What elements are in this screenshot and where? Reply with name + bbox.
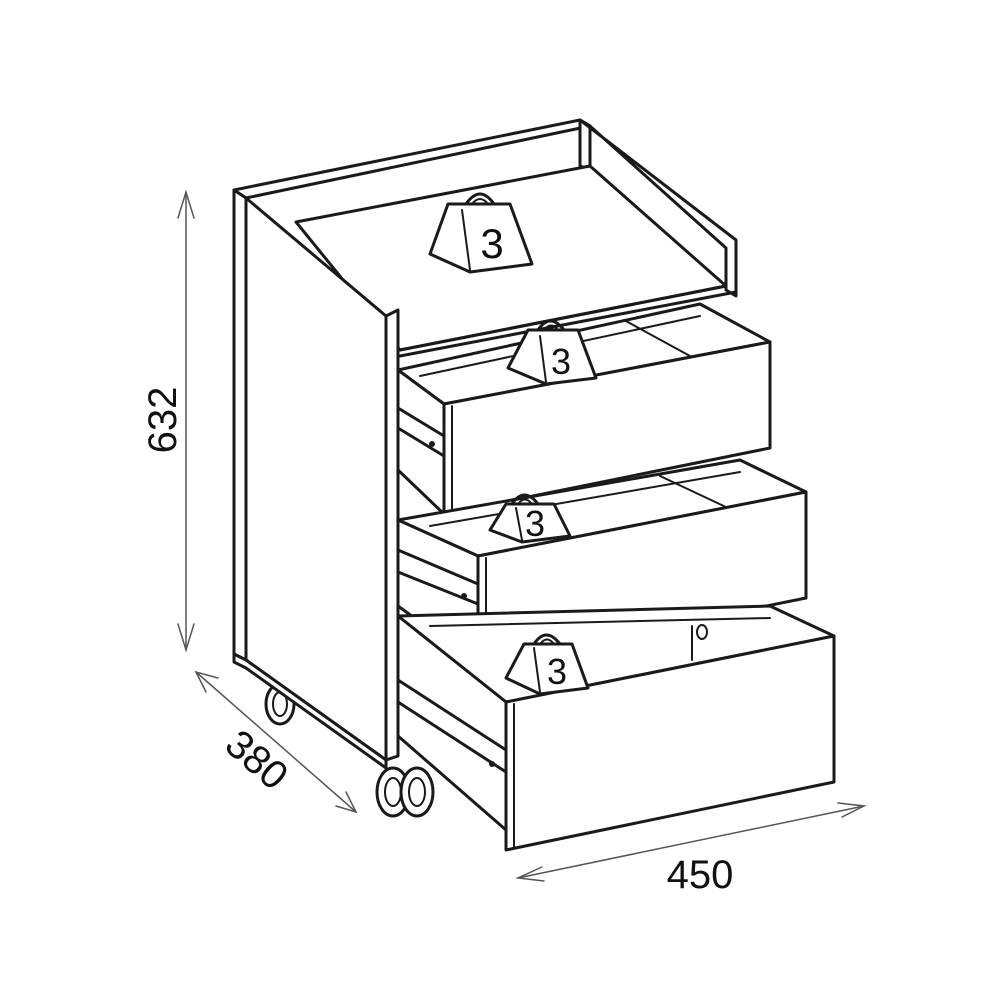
width-label: 450 [667,853,734,897]
weight-handle-drawer-2 [510,493,540,506]
right-side-top-panel [578,118,738,298]
drawer-2-runner-screw [461,593,467,599]
drawer-1-front[interactable] [442,340,772,516]
load-label-drawer-1: 3 [551,341,571,382]
height-arrow-bottom [177,623,195,653]
depth-arrow-start [194,670,219,693]
drawer-1-divider [623,319,691,357]
caster-front-right [399,766,435,818]
left-side-edge [232,188,248,662]
depth-dimension-line [195,671,357,813]
load-label-drawer-2: 3 [525,503,545,544]
drawer-3-lock-hole [696,624,708,640]
load-label-drawer-3: 3 [547,651,567,692]
weight-handle-drawer-3 [532,633,562,646]
front-left-post [384,308,400,762]
drawer-2-back-line [429,471,741,527]
weight-handle-drawer-1 [536,319,566,332]
width-dimension-line [517,805,865,879]
top-shelf-front-edge [398,284,728,352]
load-label-top: 3 [480,220,503,267]
drawer-3-back-line [429,617,771,627]
depth-label: 380 [217,722,296,799]
drawer-2-divider [659,475,729,509]
weight-icon-drawer-2 [488,502,572,544]
width-arrow-start [515,866,545,882]
drawer-3-runner-screw [489,761,495,767]
height-arrow-top [177,189,195,219]
load-weight-top: 3 [428,192,534,274]
weight-icon-drawer-3 [504,642,590,696]
weight-icon-drawer-1 [506,328,598,386]
depth-arrow-end [335,791,358,814]
height-label: 632 [141,387,185,454]
load-weight-drawer-3: 3 [504,633,590,696]
height-dimension: 632 [141,189,195,653]
drawer-3[interactable] [396,604,836,852]
drawer-1-runner-screw [429,441,435,447]
width-arrow-end [837,802,867,818]
load-weight-drawer-2: 3 [488,493,572,544]
width-dimension: 450 [515,802,867,897]
load-weight-drawer-1: 3 [506,319,598,386]
weight-handle-top [464,192,496,206]
weight-icon-top [428,202,534,274]
base-edge [232,652,388,770]
top-shelf-front-edge-under [398,290,738,358]
